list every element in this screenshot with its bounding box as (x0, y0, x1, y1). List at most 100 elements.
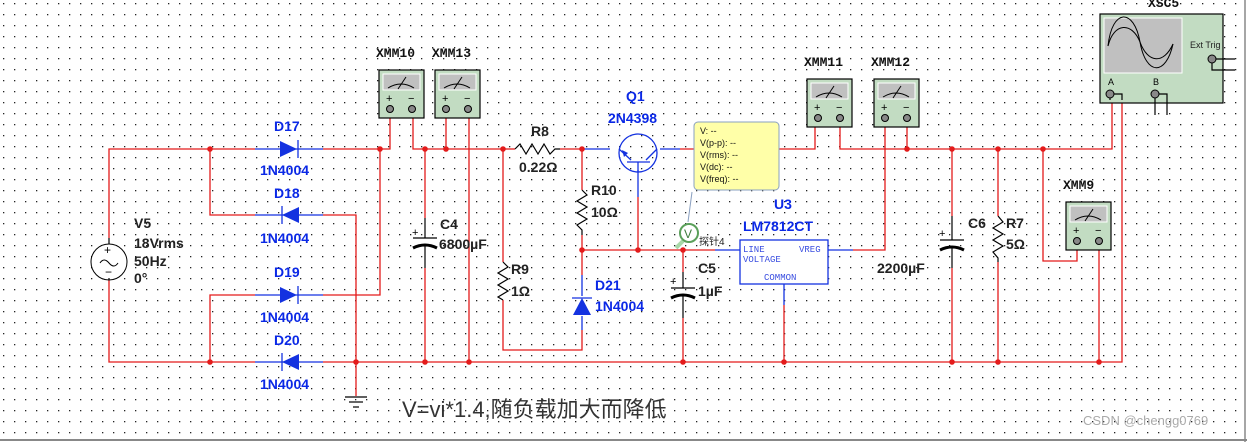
u3-pin-voltage: VOLTAGE (743, 255, 781, 265)
svg-text:+: + (670, 276, 676, 288)
d21-model: 1N4004 (595, 298, 644, 314)
v5-amplitude: 18Vrms (134, 235, 184, 251)
c6-ref: C6 (968, 215, 986, 231)
svg-text:−: − (836, 102, 842, 114)
d19-model: 1N4004 (260, 309, 309, 325)
probe-readout-vrms: V(rms): -- (700, 150, 738, 160)
d20-model: 1N4004 (260, 376, 309, 392)
v5-ref: V5 (134, 215, 151, 231)
meter-minus-terminal[interactable] (408, 105, 416, 113)
probe-readout-v: V: -- (700, 126, 717, 136)
diode-symbol-icon (280, 287, 297, 303)
diode-d18[interactable]: D18 1N4004 (260, 185, 309, 246)
diode-symbol-icon (282, 207, 299, 223)
svg-text:+: + (814, 102, 820, 114)
d18-ref: D18 (274, 185, 300, 201)
transistor-q1[interactable]: Q1 2N4398 (608, 88, 658, 173)
d17-ref: D17 (274, 118, 300, 134)
c6-value: 2200µF (877, 260, 925, 276)
xsc5-ref: XSC5 (1148, 0, 1179, 11)
r8-ref: R8 (531, 123, 549, 139)
resistor-r9[interactable]: R9 1Ω (496, 261, 530, 301)
regulator-u3[interactable]: LINE VOLTAGE VREG COMMON U3 LM7812CT (739, 196, 829, 285)
multimeter-ref: XMM13 (432, 46, 471, 61)
svg-text:−: − (903, 102, 909, 114)
r10-value: 10Ω (591, 204, 618, 220)
channel-b-terminal[interactable] (1150, 89, 1160, 99)
u3-pin-common: COMMON (764, 273, 796, 283)
u3-model: LM7812CT (743, 218, 813, 234)
ext-trig-terminal[interactable] (1207, 54, 1217, 64)
svg-text:+: + (442, 93, 448, 105)
probe-readout-vpp: V(p-p): -- (700, 138, 736, 148)
meter-minus-terminal[interactable] (1095, 237, 1103, 245)
r8-value: 0.22Ω (519, 159, 557, 175)
r9-ref: R9 (511, 261, 529, 277)
diode-d17[interactable]: D17 1N4004 (260, 118, 309, 178)
r9-value: 1Ω (511, 283, 530, 299)
svg-text:+: + (881, 102, 887, 114)
capacitor-c4[interactable]: + C4 6800µF (412, 216, 487, 268)
channel-a-label: A (1108, 77, 1114, 87)
probe-v-glyph: V (684, 227, 692, 241)
multimeter-ref: XMM10 (376, 46, 415, 61)
meter-minus-terminal[interactable] (836, 114, 844, 122)
ext-trig-label: Ext Trig (1190, 40, 1221, 50)
u3-pin-line: LINE (743, 245, 765, 255)
r7-value: 5Ω (1006, 236, 1025, 252)
u3-ref: U3 (774, 196, 792, 212)
meter-plus-terminal[interactable] (442, 105, 450, 113)
d19-ref: D19 (274, 264, 300, 280)
resistor-r7[interactable]: R7 5Ω (991, 215, 1025, 262)
svg-text:−: − (464, 93, 470, 105)
multimeter-xmm13[interactable]: XMM13 + − (432, 46, 481, 119)
diode-d20[interactable]: D20 1N4004 (260, 332, 309, 392)
q1-model: 2N4398 (608, 110, 657, 126)
capacitor-c5[interactable]: + C5 1µF (670, 260, 723, 318)
r10-ref: R10 (591, 182, 617, 198)
scope-screen (1103, 17, 1183, 74)
c5-ref: C5 (698, 260, 716, 276)
svg-text:−: − (408, 93, 414, 105)
diode-symbol-icon (280, 141, 297, 157)
diode-symbol-icon (282, 354, 299, 370)
c4-value: 6800µF (439, 236, 487, 252)
svg-text:+: + (104, 243, 111, 257)
diode-symbol-icon (573, 298, 591, 315)
probe-label: 探针4 (699, 235, 725, 248)
svg-text:+: + (1073, 225, 1079, 237)
v5-phase: 0° (134, 270, 147, 286)
multimeter-xmm11[interactable]: XMM11+− (804, 55, 853, 128)
diode-d21[interactable]: D21 1N4004 (572, 277, 644, 315)
u3-pin-vreg: VREG (799, 245, 821, 255)
junction-dots (207, 146, 1102, 365)
multimeter-xmm12[interactable]: XMM12 + − (871, 55, 920, 128)
meter-plus-terminal[interactable] (881, 114, 889, 122)
channel-a-terminal[interactable] (1105, 89, 1115, 99)
ac-voltage-source-v5[interactable]: + − V5 18Vrms 50Hz 0° (90, 215, 184, 286)
capacitor-c6[interactable]: + C6 2200µF (877, 215, 986, 276)
meter-plus-terminal[interactable] (386, 105, 394, 113)
meter-needle-icon (443, 76, 471, 90)
meter-plus-terminal[interactable] (1073, 237, 1081, 245)
r7-ref: R7 (1006, 215, 1024, 231)
watermark: CSDN @chengg0769 (1083, 413, 1208, 428)
diode-d19[interactable]: D19 1N4004 (260, 264, 309, 325)
q1-ref: Q1 (626, 88, 645, 104)
multimeter-ref: XMM12 (871, 55, 910, 70)
probe-v-icon (679, 223, 699, 243)
multimeter-xmm9[interactable]: XMM9+− (1063, 178, 1112, 251)
voltage-probe-4[interactable]: V: -- V(p-p): -- V(rms): -- V(dc): -- V(… (674, 121, 780, 250)
probe-readout-box (693, 121, 780, 191)
resistor-r8[interactable]: R8 0.22Ω (514, 123, 560, 175)
meter-minus-terminal[interactable] (464, 105, 472, 113)
multimeter-xmm10[interactable]: XMM10+− (376, 46, 425, 119)
meter-plus-terminal[interactable] (814, 114, 822, 122)
oscilloscope-xsc5[interactable]: XSC5 Ext Trig A B (1099, 0, 1235, 115)
annotation-note: V=vi*1.4,随负载加大而降低 (402, 397, 667, 422)
resistor-r10[interactable]: R10 10Ω (575, 182, 618, 235)
meter-minus-terminal[interactable] (903, 114, 911, 122)
meter-needle-icon (1074, 208, 1102, 222)
